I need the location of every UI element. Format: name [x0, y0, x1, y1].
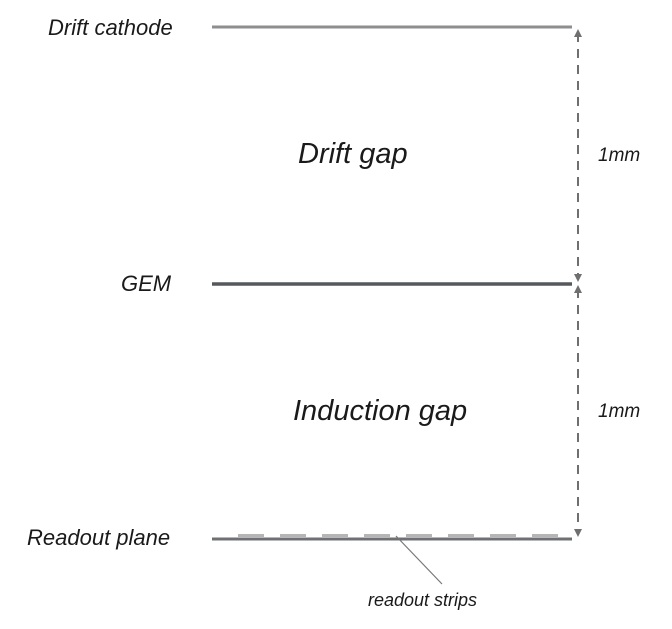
drift-gap-label: Drift gap [298, 138, 408, 170]
drift-gap-dimension-label: 1mm [598, 145, 641, 166]
induction-gap-label: Induction gap [293, 395, 468, 427]
gem-label: GEM [121, 271, 172, 296]
readout-plane-label: Readout plane [27, 525, 171, 550]
readout-strips-leader-line [395, 535, 443, 585]
readout-strips-label: readout strips [368, 590, 478, 610]
drift-cathode-label: Drift cathode [48, 15, 173, 40]
induction-gap-dimension-label: 1mm [598, 401, 641, 422]
